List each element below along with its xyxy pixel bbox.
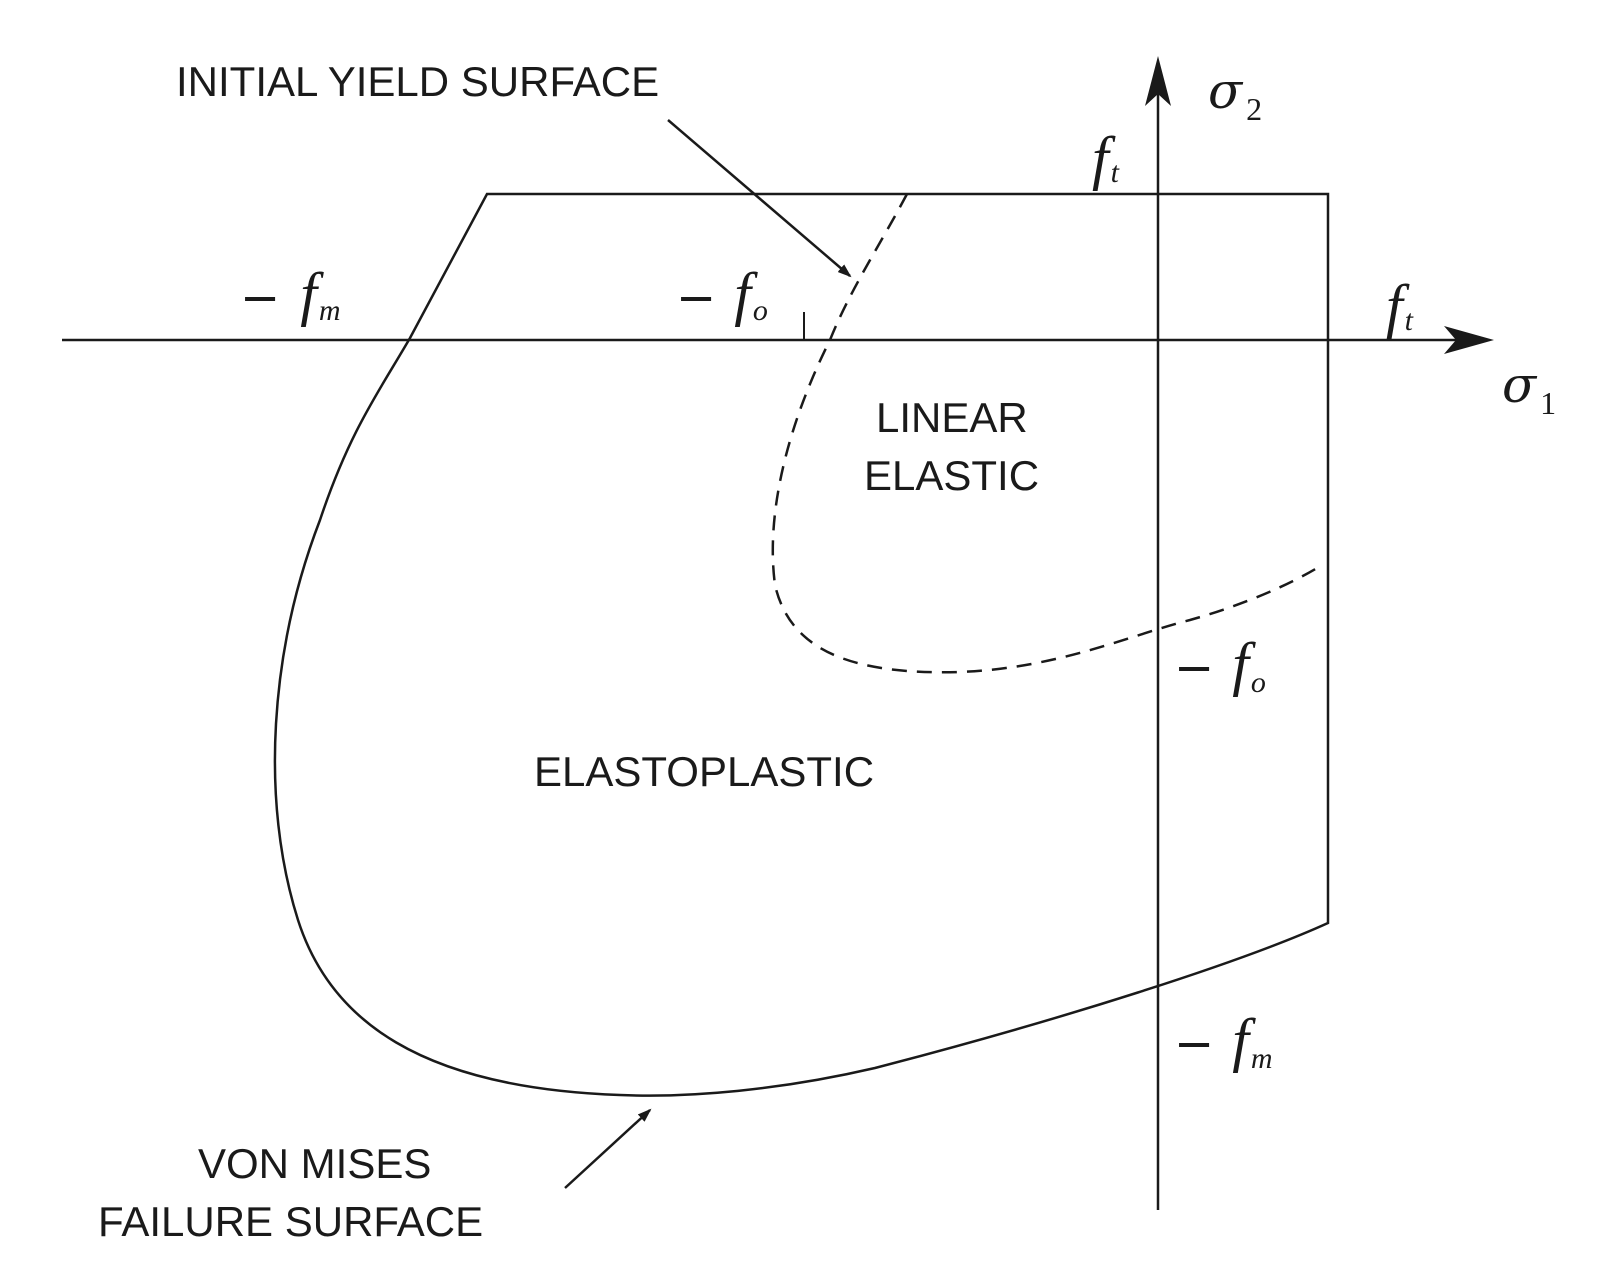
sigma1-axis-arrowhead (1444, 326, 1494, 354)
von-mises-pointer-arrow (564, 1108, 652, 1189)
sigma2-axis-arrowhead (1145, 56, 1171, 106)
neg-fo-sigma2-label: −fo (1174, 631, 1266, 699)
von-mises-failure-surface (273, 192, 1330, 1097)
initial-yield-pointer-arrow (667, 119, 852, 278)
von-mises-label-line1: VON MISES (198, 1140, 431, 1187)
elastoplastic-label: ELASTOPLASTIC (534, 748, 874, 795)
ft-sigma2-label: ft (1092, 125, 1120, 191)
neg-fo-sigma1-label: −fo (676, 261, 768, 327)
linear-elastic-label-line1: LINEAR (876, 394, 1028, 441)
initial-yield-surface-label: INITIAL YIELD SURFACE (176, 58, 659, 105)
von-mises-label-line2: FAILURE SURFACE (98, 1198, 483, 1245)
initial-yield-surface (771, 193, 1323, 674)
neg-fm-sigma1-label: −fm (240, 261, 341, 327)
ft-sigma1-label: ft (1386, 273, 1414, 339)
linear-elastic-label-line2: ELASTIC (864, 452, 1039, 499)
neg-fm-sigma2-label: −fm (1174, 1007, 1273, 1075)
